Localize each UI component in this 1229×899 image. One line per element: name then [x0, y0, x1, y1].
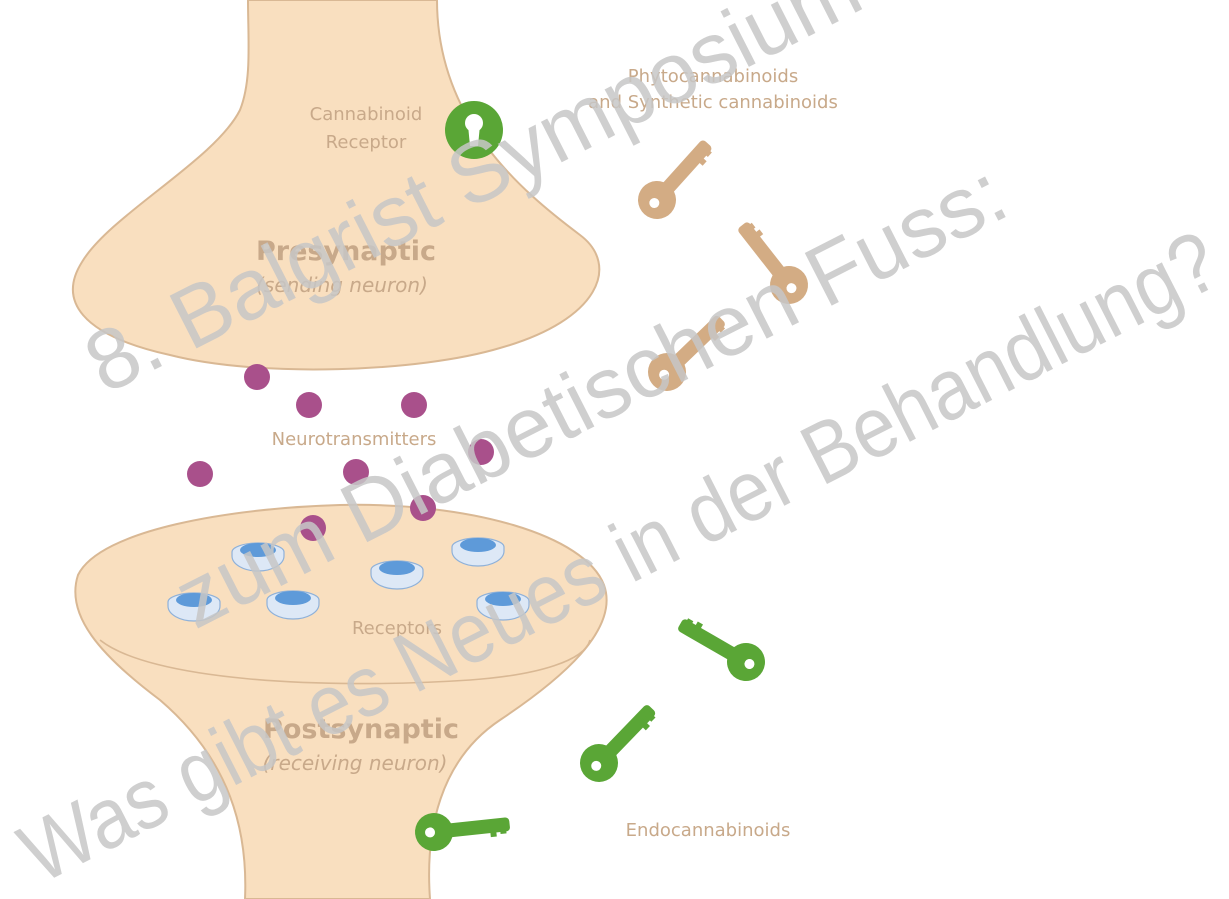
dot-icon [296, 392, 322, 418]
cup-receptor-icon [371, 561, 423, 589]
cannabinoid-receptor-label-line1: Cannabinoid [310, 104, 423, 125]
cannabinoid-receptor-label-line2: Receptor [326, 132, 407, 153]
dot-icon [401, 392, 427, 418]
key-icon [630, 131, 722, 227]
endocannabinoids-label: Endocannabinoids [626, 820, 791, 841]
key-icon [671, 608, 772, 688]
cup-receptor-icon [452, 538, 504, 566]
dot-icon [244, 364, 270, 390]
dot-icon [187, 461, 213, 487]
key-icon [572, 695, 665, 790]
